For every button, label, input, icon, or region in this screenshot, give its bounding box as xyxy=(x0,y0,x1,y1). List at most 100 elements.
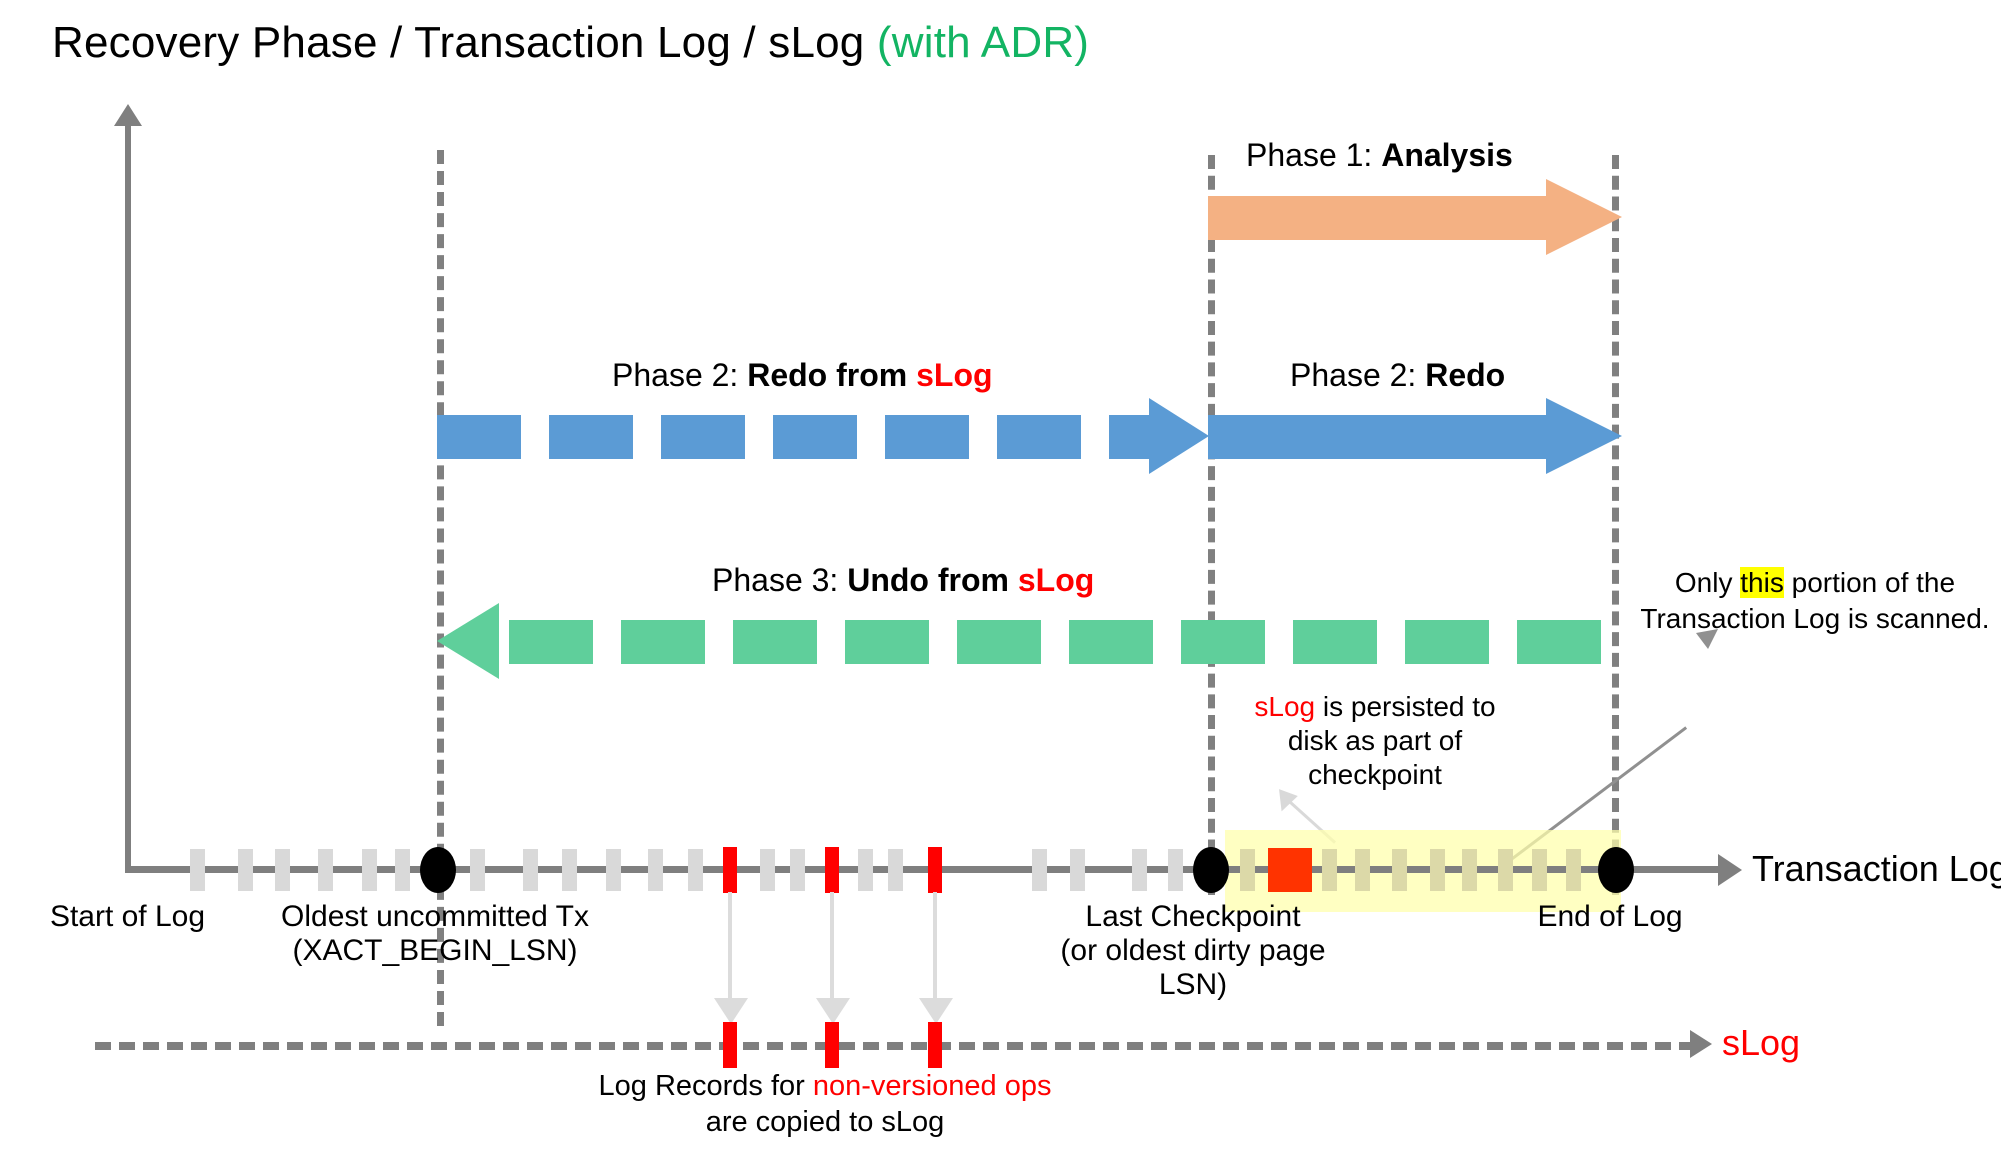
label-oldest-uncommitted-tx-text: Oldest uncommitted Tx xyxy=(281,900,589,933)
callout-scanned-portion: Only this portion of the Transaction Log… xyxy=(1640,565,1990,638)
callout-checkpoint-slog: sLog is persisted to disk as part of che… xyxy=(1230,690,1520,792)
phase2-slog-dash xyxy=(773,415,857,459)
slog-persist-marker xyxy=(1268,848,1312,892)
log-record-tick xyxy=(648,849,663,891)
phase2-redo-from-slog-arrow xyxy=(437,398,1212,474)
log-record-tick xyxy=(1070,849,1085,891)
phase1-analysis-arrow xyxy=(1208,179,1622,255)
caption-copied-emphasis: non-versioned ops xyxy=(812,1070,1052,1102)
transaction-log-arrowhead-icon xyxy=(1718,854,1742,886)
phase1-name: Analysis xyxy=(1381,137,1513,173)
phase1-arrowhead-icon xyxy=(1546,179,1622,255)
label-last-checkpoint: Last Checkpoint (or oldest dirty page LS… xyxy=(1033,900,1353,1002)
phase3-undo-from-slog-arrow xyxy=(437,603,1617,679)
page-title: Recovery Phase / Transaction Log / sLog … xyxy=(52,18,1089,68)
callout-checkpoint-leader-head-icon xyxy=(1272,789,1298,815)
phase2-slog-dash xyxy=(661,415,745,459)
phase2-arrowhead-icon xyxy=(1546,398,1622,474)
callout-scanned-post: portion of the xyxy=(1783,567,1956,598)
label-start-of-log: Start of Log xyxy=(49,900,206,933)
phase2-label: Phase 2: Redo xyxy=(1290,357,1505,394)
phase1-arrow-body xyxy=(1208,196,1548,240)
label-oldest-uncommitted-tx: Oldest uncommitted Tx (XACT_BEGIN_LSN) xyxy=(255,900,615,968)
phase2-arrow-body xyxy=(1208,415,1548,459)
phase3-dash xyxy=(1405,620,1489,664)
phase3-label: Phase 3: Undo from sLog xyxy=(712,562,1094,599)
log-record-tick xyxy=(790,849,805,891)
node-end-of-log xyxy=(1598,847,1634,893)
phase2-prefix: Phase 2: xyxy=(1290,357,1426,393)
copy-arrow-head-icon xyxy=(714,998,748,1024)
slog-record-tick xyxy=(825,1022,839,1068)
log-record-tick xyxy=(523,849,538,891)
slog-record-tick xyxy=(928,1022,942,1068)
log-record-tick xyxy=(238,849,253,891)
log-record-tick-nonversioned xyxy=(723,847,737,893)
label-last-checkpoint-sub2: LSN) xyxy=(1158,968,1228,1001)
phase2-name: Redo xyxy=(1425,357,1506,393)
phase2-slog-prefix: Phase 2: xyxy=(612,357,748,393)
log-record-tick xyxy=(606,849,621,891)
phase2-slog-dash xyxy=(549,415,633,459)
copy-arrow-head-icon xyxy=(919,998,953,1024)
label-last-checkpoint-text: Last Checkpoint xyxy=(1085,900,1301,933)
callout-checkpoint-emphasis: sLog xyxy=(1254,691,1316,722)
phase3-dash xyxy=(509,620,593,664)
guide-line-checkpoint xyxy=(1208,155,1215,895)
phase3-dash xyxy=(1293,620,1377,664)
phase3-dash xyxy=(1181,620,1265,664)
label-last-checkpoint-sub1: (or oldest dirty page xyxy=(1060,934,1326,967)
guide-line-end-of-log xyxy=(1612,155,1619,895)
guide-line-oldest-tx xyxy=(437,150,444,1026)
log-record-tick xyxy=(562,849,577,891)
callout-scanned-pre: Only xyxy=(1674,567,1741,598)
phase2-slog-emphasis: sLog xyxy=(916,357,993,393)
slog-arrowhead-icon xyxy=(1690,1030,1712,1058)
label-end-of-log: End of Log xyxy=(1537,900,1683,933)
log-record-tick xyxy=(1168,849,1183,891)
log-record-tick xyxy=(362,849,377,891)
log-record-tick-nonversioned xyxy=(928,847,942,893)
transaction-log-label: Transaction Log xyxy=(1752,848,2001,889)
log-record-tick xyxy=(190,849,205,891)
phase1-label: Phase 1: Analysis xyxy=(1246,137,1513,174)
phase3-dash xyxy=(621,620,705,664)
slog-record-tick xyxy=(723,1022,737,1068)
phase2-slog-name: Redo from xyxy=(747,357,917,393)
log-record-tick xyxy=(888,849,903,891)
log-record-tick xyxy=(275,849,290,891)
node-oldest-uncommitted-tx xyxy=(420,847,456,893)
phase3-dash xyxy=(1517,620,1601,664)
log-record-tick xyxy=(1355,849,1370,891)
caption-copied-pre: Log Records for xyxy=(598,1070,813,1102)
callout-scanned-line2: Transaction Log is scanned. xyxy=(1640,603,1990,635)
phase1-prefix: Phase 1: xyxy=(1246,137,1382,173)
callout-checkpoint-line2: disk as part of xyxy=(1287,725,1463,757)
log-record-tick xyxy=(1032,849,1047,891)
copy-arrow-head-icon xyxy=(816,998,850,1024)
callout-scanned-highlight: this xyxy=(1740,567,1784,598)
log-record-tick xyxy=(1132,849,1147,891)
log-record-tick xyxy=(1240,849,1255,891)
log-record-tick xyxy=(760,849,775,891)
transaction-log-axis-line xyxy=(125,866,1725,873)
log-record-tick xyxy=(1392,849,1407,891)
copy-arrow-stem xyxy=(933,892,937,1002)
caption-copied-to-slog: Log Records for non-versioned ops are co… xyxy=(475,1068,1175,1141)
log-record-tick xyxy=(1322,849,1337,891)
title-adr-suffix: (with ADR) xyxy=(876,18,1090,67)
log-record-tick xyxy=(688,849,703,891)
phase3-prefix: Phase 3: xyxy=(712,562,848,598)
phase3-dash xyxy=(845,620,929,664)
y-axis-line xyxy=(125,120,131,870)
log-record-tick xyxy=(1566,849,1581,891)
slog-label: sLog xyxy=(1722,1022,1801,1063)
phase2-redo-arrow xyxy=(1208,398,1622,474)
log-record-tick xyxy=(1430,849,1445,891)
copy-arrow-stem xyxy=(830,892,834,1002)
callout-checkpoint-line1: is persisted to xyxy=(1315,691,1496,722)
log-record-tick xyxy=(1532,849,1547,891)
node-last-checkpoint xyxy=(1193,847,1229,893)
log-record-tick xyxy=(1498,849,1513,891)
